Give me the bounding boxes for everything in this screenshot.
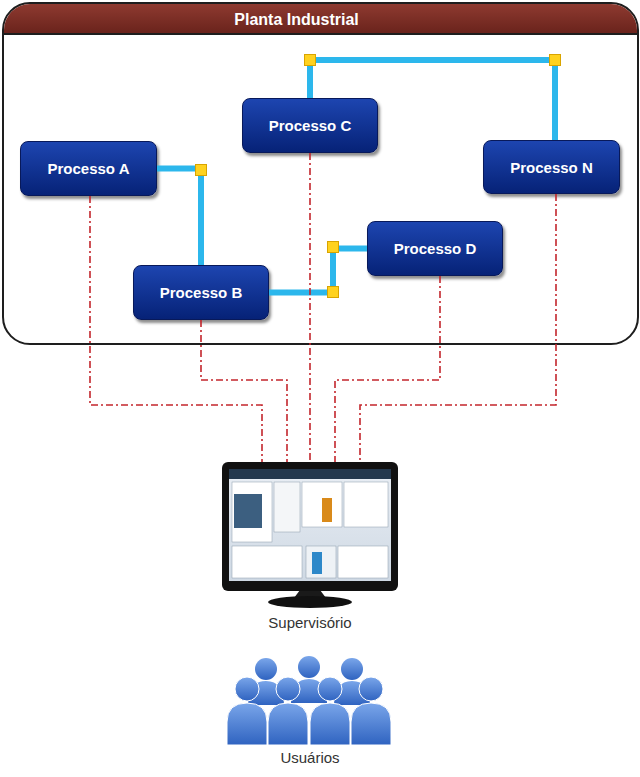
plant-title: Planta Industrial [4, 4, 637, 35]
node-label: Processo C [269, 117, 352, 134]
users-group: Usuários [225, 655, 395, 767]
process-box: Processo D [367, 221, 503, 276]
monitor-illustration [222, 462, 398, 608]
node-label: Processo D [394, 240, 477, 257]
node-label: Usuários [225, 749, 395, 767]
plant-area: Planta IndustrialProcesso A Processo B Pro… [2, 2, 639, 345]
node-label: Processo N [510, 159, 593, 176]
node-label: Processo A [48, 160, 130, 177]
process-box: Processo A [20, 141, 157, 196]
process-box: Processo N [483, 140, 620, 194]
process-box: Processo B [133, 265, 269, 320]
users-illustration [227, 656, 391, 745]
supervisory-station: Supervisório [222, 462, 398, 632]
node-label: Supervisório [222, 614, 398, 632]
process-box: Processo C [242, 98, 378, 153]
node-label: Processo B [160, 284, 243, 301]
